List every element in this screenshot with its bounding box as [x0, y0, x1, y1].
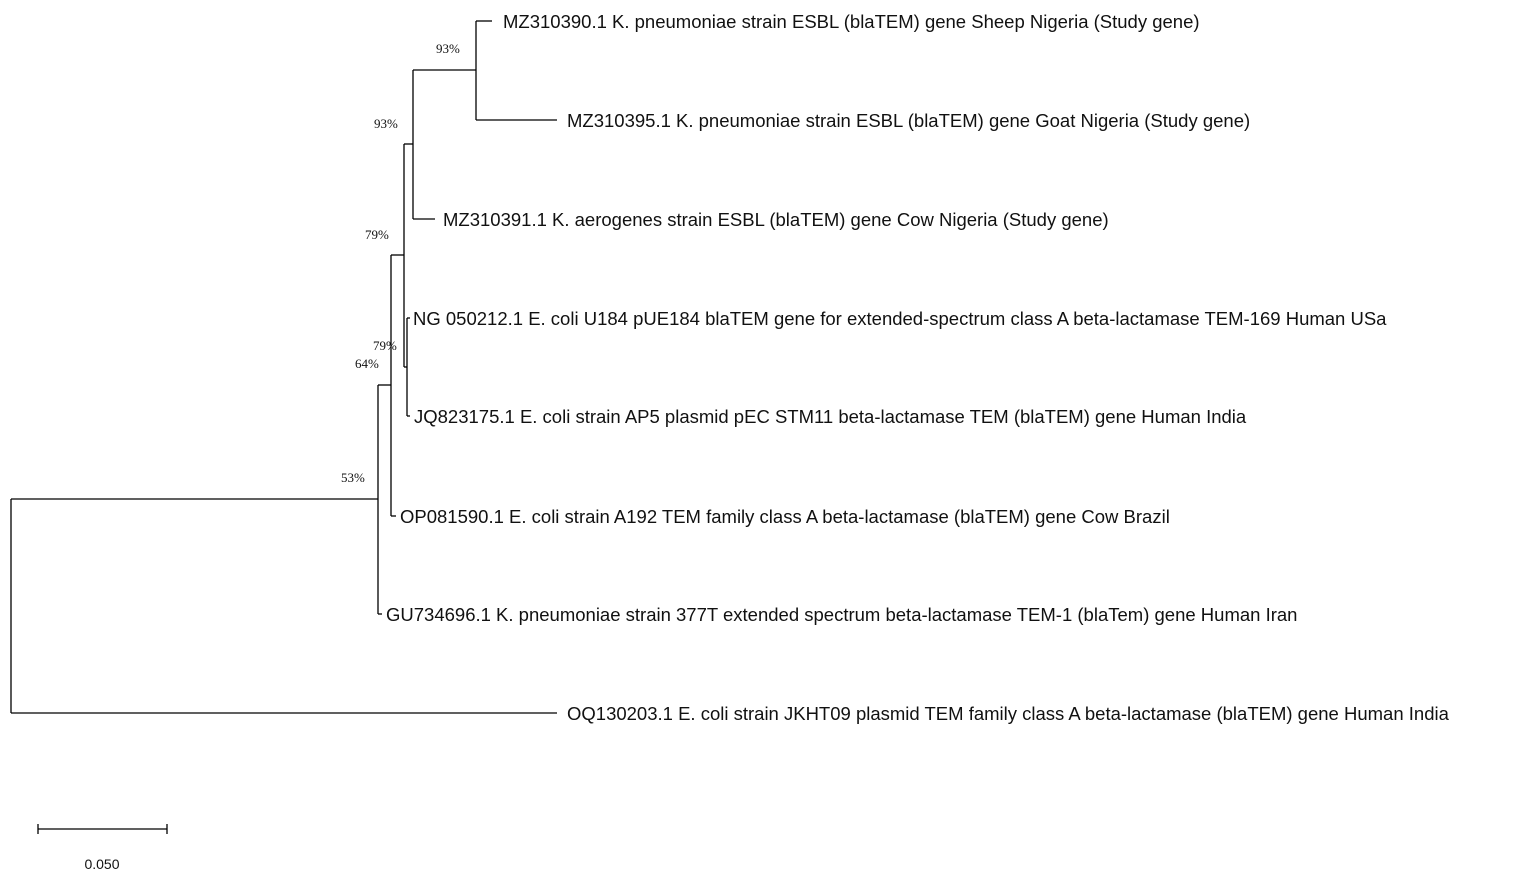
support-value-node-l1-l7: 53%: [341, 470, 365, 485]
leaf-label-l6: OP081590.1 E. coli strain A192 TEM famil…: [400, 506, 1170, 527]
support-value-node-l1-l3: 93%: [374, 116, 398, 131]
support-value-node-l1-l6: 64%: [355, 356, 379, 371]
leaf-label-l2: MZ310395.1 K. pneumoniae strain ESBL (bl…: [567, 110, 1250, 131]
scale-bar-label: 0.050: [84, 856, 119, 872]
leaf-label-l1: MZ310390.1 K. pneumoniae strain ESBL (bl…: [503, 11, 1200, 32]
leaf-label-l4: NG 050212.1 E. coli U184 pUE184 blaTEM g…: [413, 308, 1387, 329]
leaf-label-l7: GU734696.1 K. pneumoniae strain 377T ext…: [386, 604, 1297, 625]
support-value-node-l4-l5: 79%: [373, 338, 397, 353]
support-value-node-l1-l4: 79%: [365, 227, 389, 242]
leaf-label-l5: JQ823175.1 E. coli strain AP5 plasmid pE…: [414, 406, 1247, 427]
leaf-label-l3: MZ310391.1 K. aerogenes strain ESBL (bla…: [443, 209, 1109, 230]
support-value-node-l1-l2: 93%: [436, 41, 460, 56]
leaf-label-l8: OQ130203.1 E. coli strain JKHT09 plasmid…: [567, 703, 1450, 724]
